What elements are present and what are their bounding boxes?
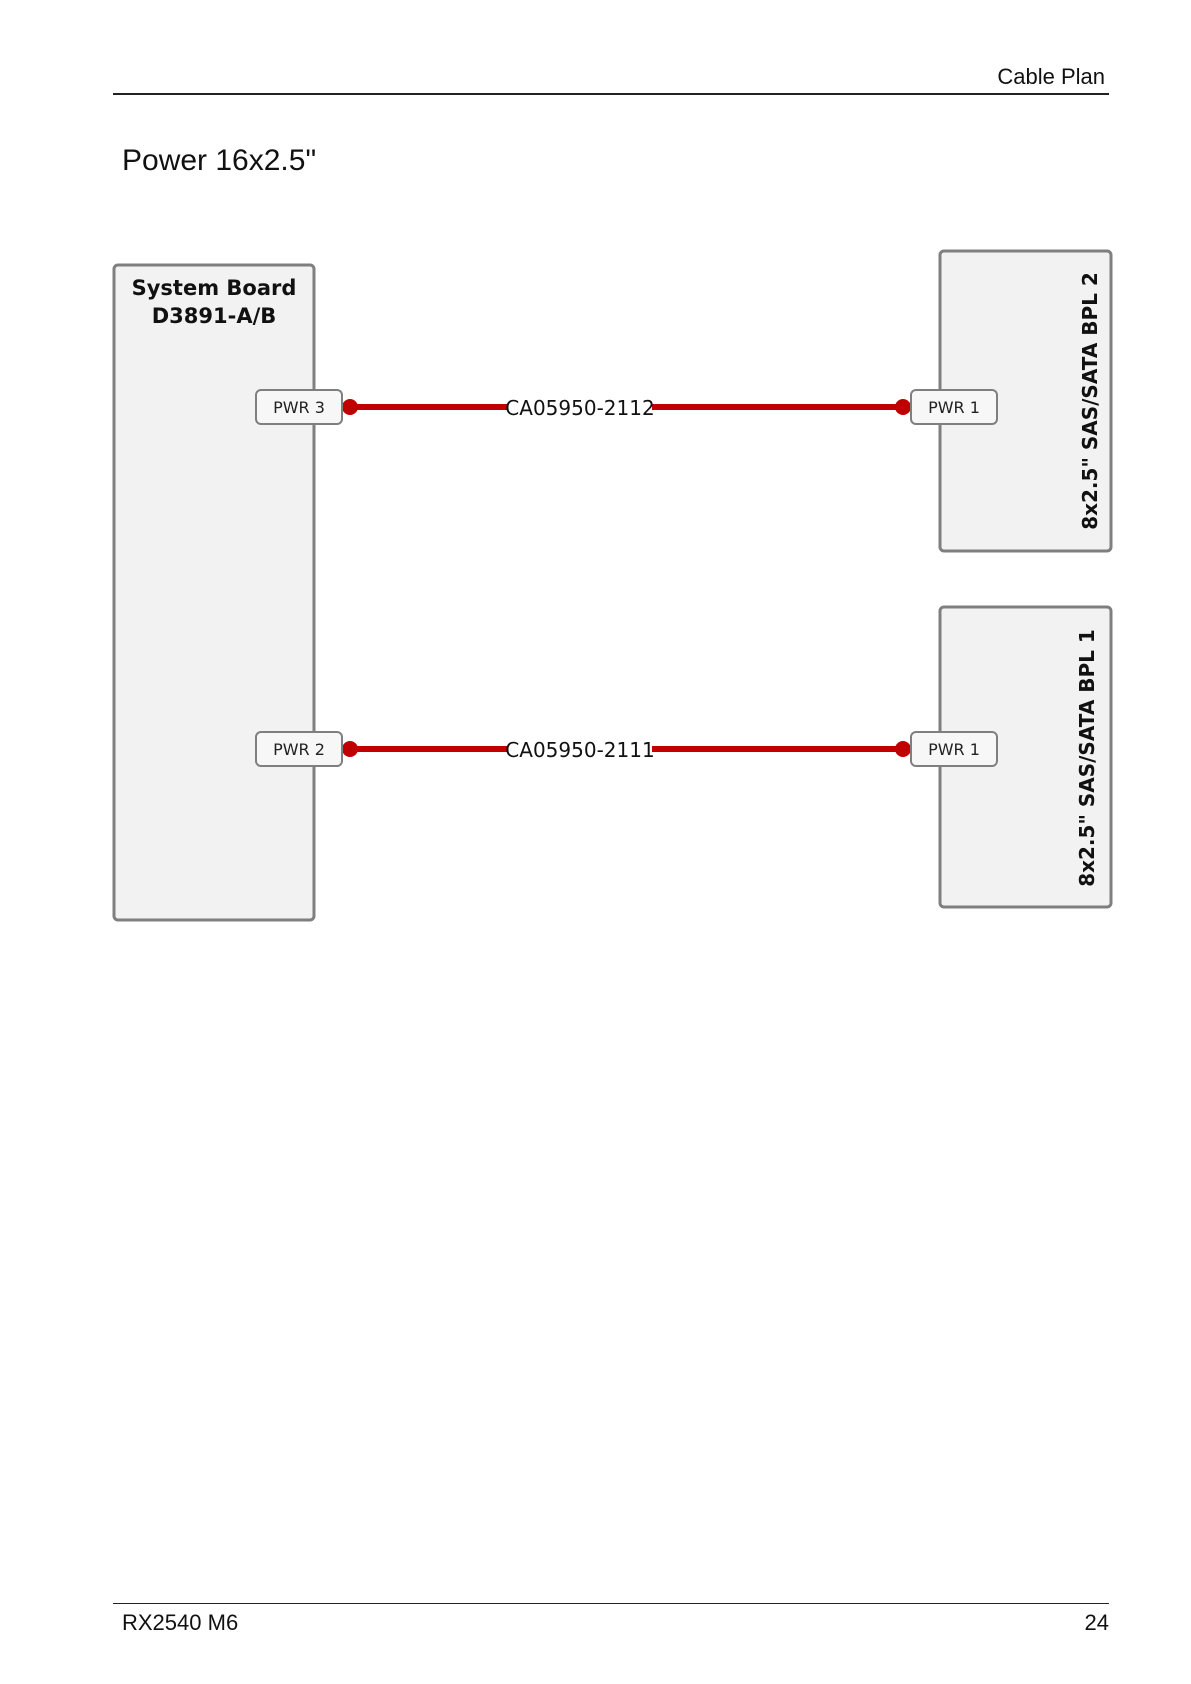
cable-endpoint-2111-left bbox=[342, 741, 358, 757]
backplane-2-label: 8x2.5" SAS/SATA BPL 2 bbox=[1078, 272, 1102, 530]
backplane-1-label: 8x2.5" SAS/SATA BPL 1 bbox=[1075, 629, 1099, 887]
system-board-box bbox=[114, 265, 314, 920]
system-board-label-line1: System Board bbox=[132, 276, 297, 300]
footer-page-number: 24 bbox=[1085, 1610, 1109, 1636]
cable-endpoint-2112-right bbox=[895, 399, 911, 415]
footer-divider bbox=[113, 1603, 1109, 1604]
connector-pwr3-label: PWR 3 bbox=[273, 398, 325, 417]
cable-part-number-2111: CA05950-2111 bbox=[505, 738, 654, 762]
connector-pwr2-label: PWR 2 bbox=[273, 740, 325, 759]
cable-diagram: System Board D3891-A/B 8x2.5" SAS/SATA B… bbox=[0, 0, 1191, 1000]
system-board-label-line2: D3891-A/B bbox=[152, 304, 277, 328]
connector-bpl1-pwr1-label: PWR 1 bbox=[928, 740, 980, 759]
connector-bpl2-pwr1-label: PWR 1 bbox=[928, 398, 980, 417]
cable-endpoint-2112-left bbox=[342, 399, 358, 415]
cable-endpoint-2111-right bbox=[895, 741, 911, 757]
cable-part-number-2112: CA05950-2112 bbox=[505, 396, 654, 420]
footer-model: RX2540 M6 bbox=[122, 1610, 238, 1636]
